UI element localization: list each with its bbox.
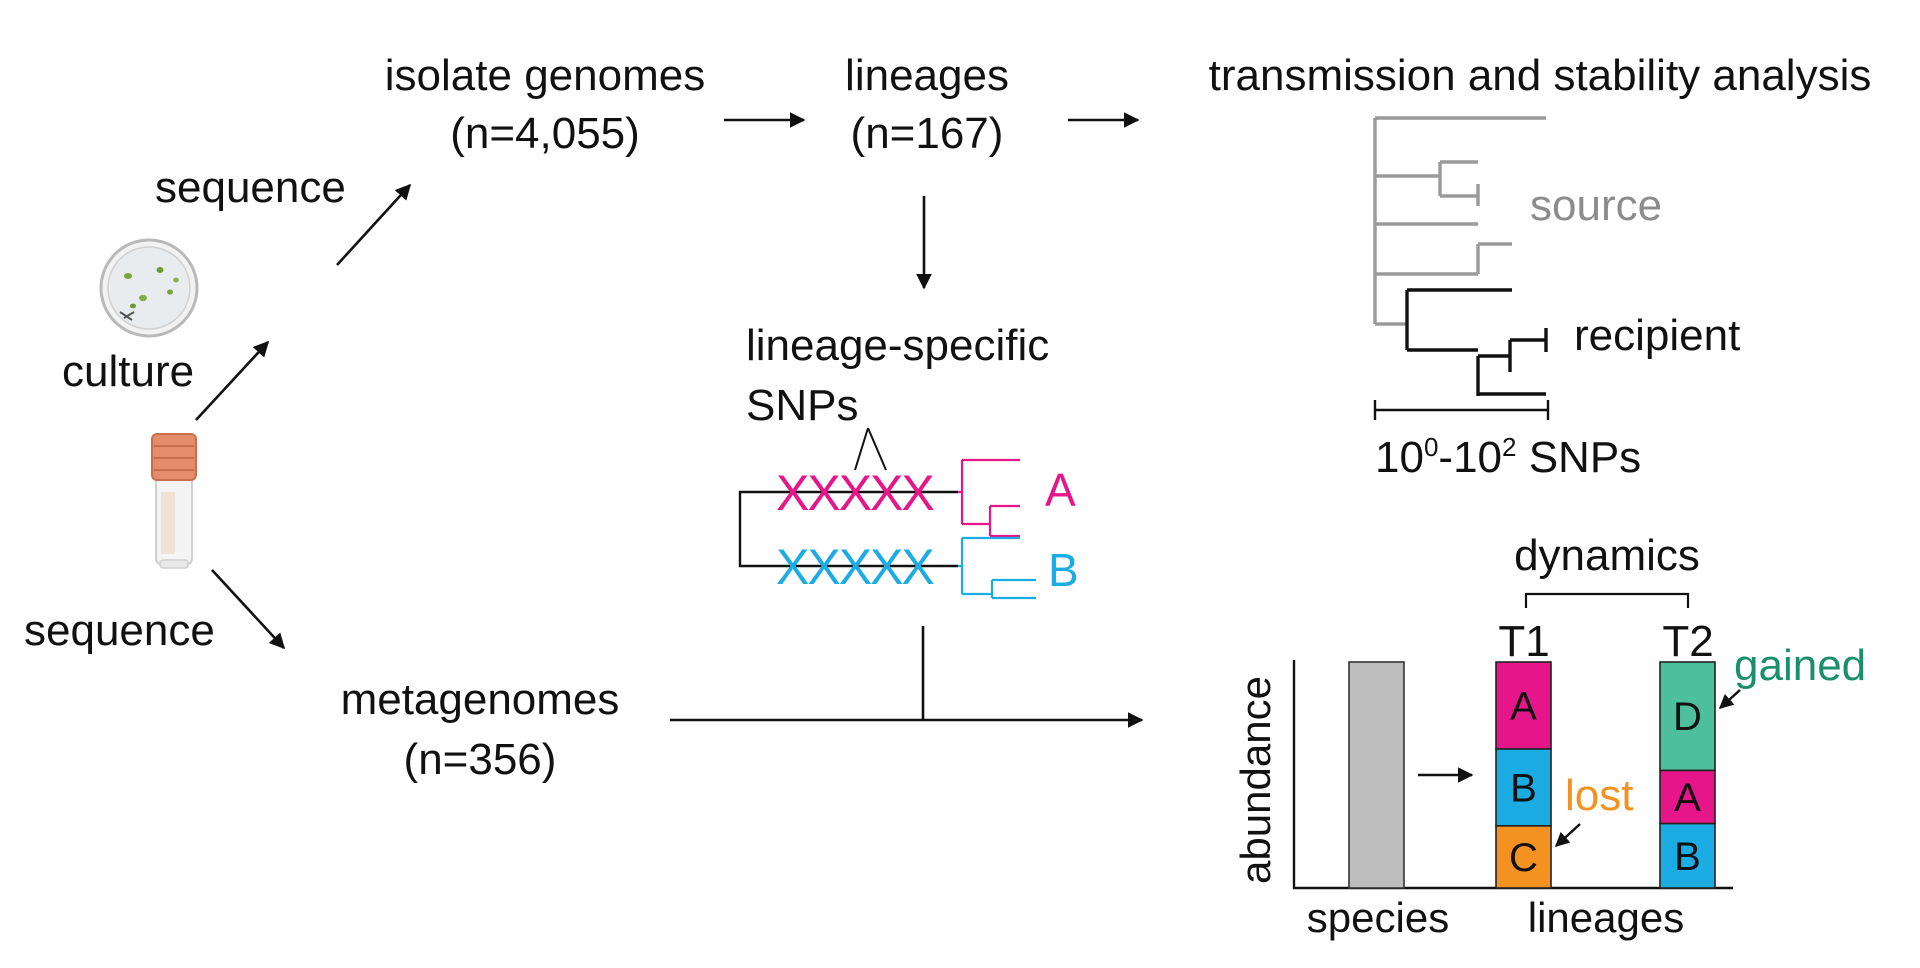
t1-segment-a [1495,661,1552,750]
t1-stacked-bar: ABC [1495,661,1552,889]
snps-pointer-lines [854,427,887,471]
lineage-a-label: A [1045,464,1076,516]
t1-label: T1 [1498,617,1549,666]
metagenomes-count: (n=356) [404,735,557,784]
source-label: source [1530,181,1662,230]
t2-segment-label-d: D [1673,695,1702,739]
transmission-title: transmission and stability analysis [1209,51,1872,100]
t2-segment-label-b: B [1674,835,1701,879]
dynamics-axes [1292,660,1733,890]
t1-segment-label-a: A [1510,685,1537,729]
petri-dish-icon [99,238,199,338]
sample-tube-icon [151,433,197,569]
culture-label: culture [62,347,194,396]
t1-segment-b [1495,748,1552,827]
snp-tree-stem [738,490,776,568]
isolate-genomes-count: (n=4,055) [450,109,640,158]
mini-tree-b [958,536,1036,600]
abundance-axis-label: abundance [1232,676,1279,884]
t2-segment-d [1659,661,1716,772]
metagenomes-title: metagenomes [341,675,620,724]
snp-marks-b: XXXXX [776,539,934,595]
lineages-axis-label: lineages [1528,894,1684,941]
arrow-gained [1718,689,1741,709]
isolate-genomes-title: isolate genomes [385,51,705,100]
arrow-culture-to-isolates [336,183,412,266]
t1-segment-label-b: B [1510,766,1537,810]
recipient-label: recipient [1574,311,1740,360]
lost-label: lost [1565,771,1633,820]
gained-label: gained [1734,641,1866,690]
species-bar [1348,661,1405,889]
t2-segment-label-a: A [1674,776,1701,820]
sequence-top-label: sequence [155,163,346,212]
mini-tree-a [958,458,1020,538]
arrow-lost [1554,823,1581,847]
lineage-snps-title: lineage-specific [746,321,1049,370]
t1-segment-label-c: C [1509,836,1538,880]
lineages-title: lineages [845,51,1009,100]
arrow-tube-to-culture [195,340,270,421]
lineage-snps-subtitle: SNPs [746,381,858,430]
t2-label: T2 [1662,617,1713,666]
dynamics-title: dynamics [1514,531,1700,580]
snp-marks-a: XXXXX [776,465,934,521]
lineage-b-label: B [1048,544,1079,596]
t1-segment-c [1495,825,1552,889]
sequence-bottom-label: sequence [24,606,215,655]
arrow-tube-to-metagenomes [211,569,286,650]
t2-segment-b [1659,822,1716,889]
t2-stacked-bar: DAB [1659,661,1716,889]
phylogeny-tree [1373,116,1550,420]
t2-segment-a [1659,769,1716,825]
dynamics-bracket [1524,592,1690,608]
species-axis-label: species [1307,894,1449,941]
lineages-count: (n=167) [851,109,1004,158]
scale-bar-label: 100-102 SNPs [1375,432,1641,482]
